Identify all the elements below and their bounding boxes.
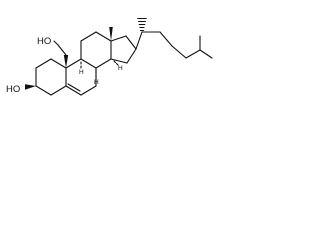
structure-drawing: HO HO H H H — [6, 17, 213, 96]
c18-methyl-wedge — [109, 27, 113, 41]
ring-a — [35, 58, 67, 96]
side-chain — [135, 31, 213, 59]
molecule-canvas: HO HO H H H — [0, 0, 228, 109]
c3-hydroxyl-label: HO — [6, 84, 20, 95]
c9-h-label: H — [79, 69, 84, 76]
c19-wedge — [63, 55, 69, 68]
c8-h-label: H — [94, 79, 99, 86]
c3-oh-wedge — [25, 84, 36, 90]
c21-methyl-hash — [137, 17, 147, 32]
c14-h-label: H — [118, 65, 123, 72]
ring-c — [80, 31, 112, 69]
ring-d — [110, 35, 137, 64]
hydroxymethyl-oh-label: HO — [37, 36, 51, 47]
c14-hash-bond — [113, 60, 119, 66]
